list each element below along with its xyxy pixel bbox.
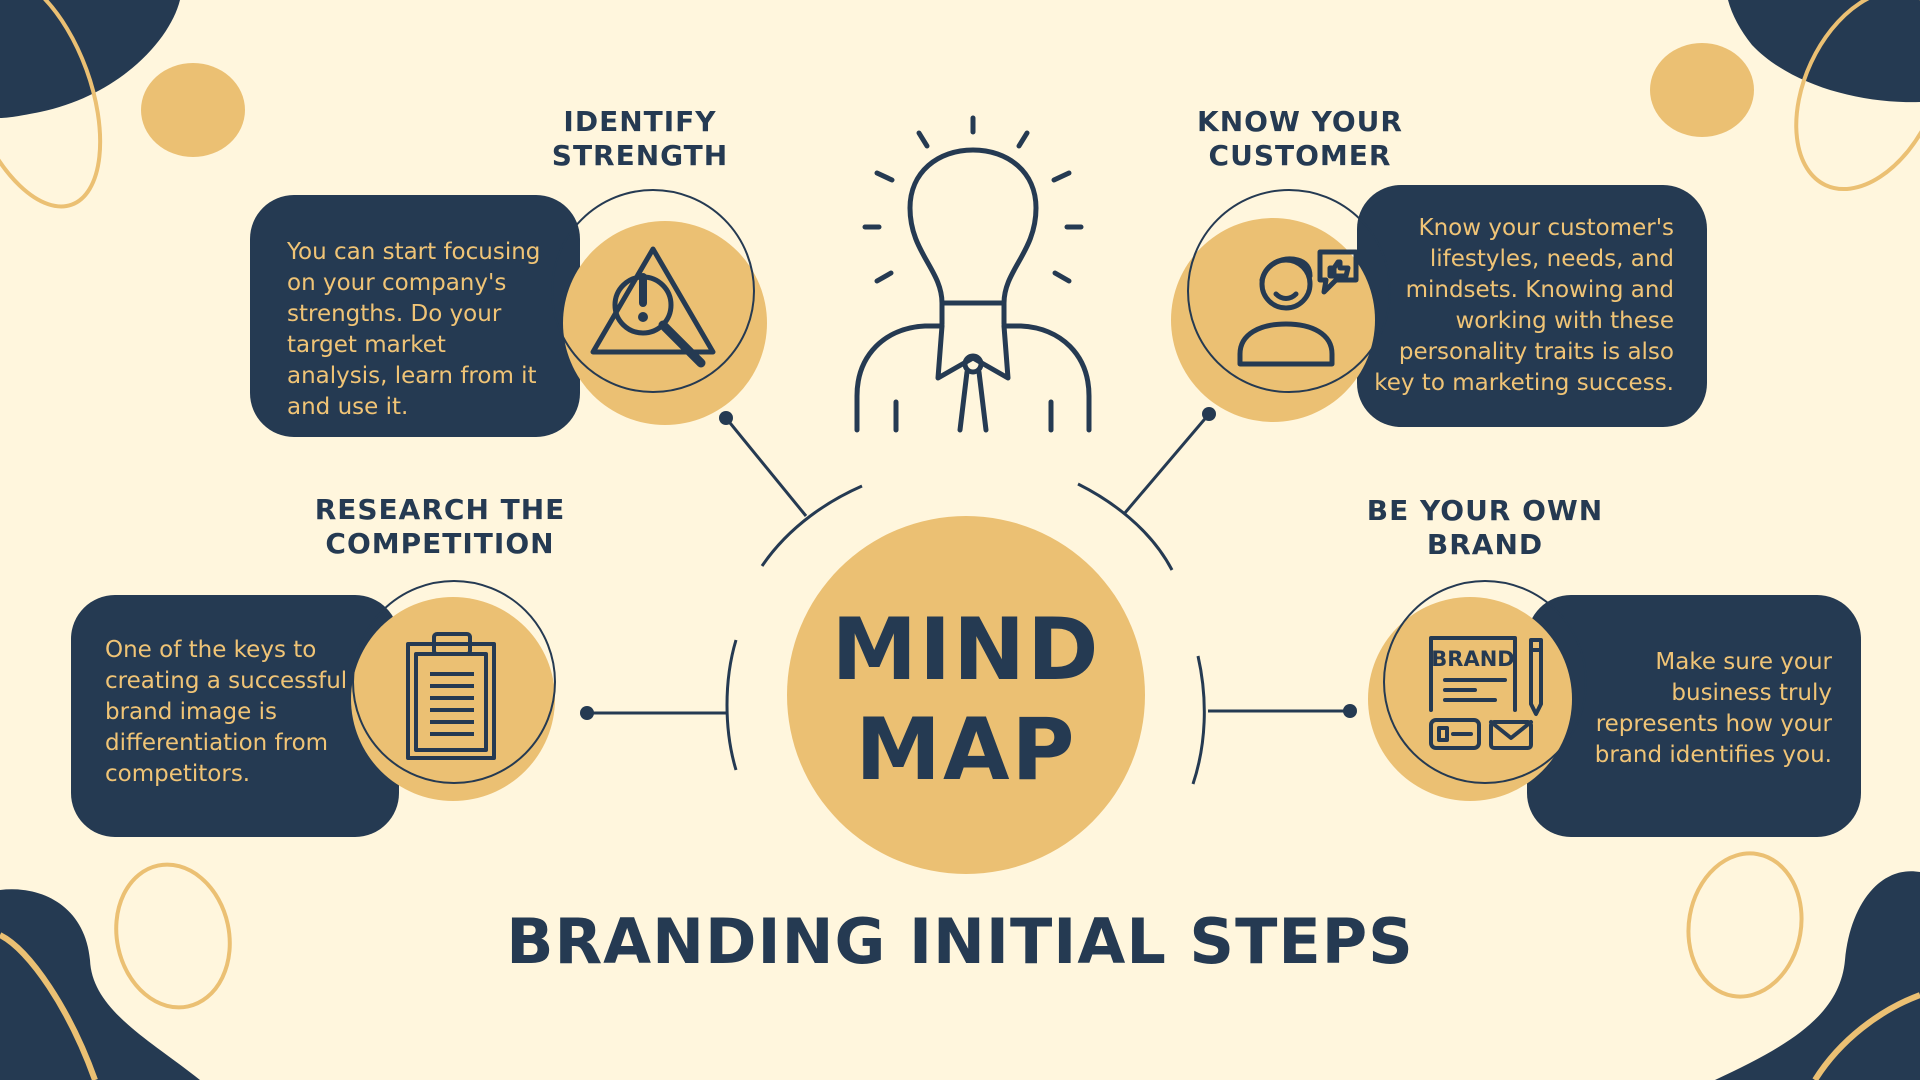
know-customer-text: Know your customer's lifestyles, needs, … (1374, 215, 1674, 396)
connector-dot-left (580, 706, 594, 720)
brand-kit-icon: BRAND (1429, 636, 1543, 750)
top-left-blob (0, 0, 180, 118)
top-left-ring (0, 0, 103, 209)
identify-strength-icon-ring (551, 189, 755, 393)
own-brand-title-line1: BE YOUR OWN (1366, 494, 1604, 527)
know-customer-card: Know your customer's lifestyles, needs, … (1357, 185, 1707, 427)
identify-strength-text: You can start focusing on your company's… (287, 239, 541, 420)
center-label-line2: MAP (855, 700, 1077, 800)
arc-top-right (1077, 482, 1174, 571)
know-customer-title: KNOW YOUR CUSTOMER (1160, 105, 1440, 173)
know-customer-icon-ring (1187, 189, 1391, 393)
top-left-dot (141, 63, 245, 157)
research-competition-card: One of the keys to creating a successful… (71, 595, 399, 837)
bottom-left-arc (0, 932, 98, 1080)
identify-strength-title-line2: STRENGTH (551, 139, 729, 172)
research-competition-text: One of the keys to creating a successful… (105, 637, 348, 787)
center-circle (787, 516, 1145, 874)
bottom-right-blob (1715, 871, 1920, 1080)
brand-icon-label: BRAND (1431, 647, 1514, 671)
research-competition-title: RESEARCH THE COMPETITION (300, 493, 580, 561)
own-brand-text: Make sure your business truly represents… (1594, 649, 1832, 768)
center-label: MIND MAP (787, 600, 1145, 800)
own-brand-title: BE YOUR OWN BRAND (1340, 494, 1630, 562)
connector-top-left (724, 417, 808, 517)
research-competition-title-line2: COMPETITION (325, 527, 555, 560)
clipboard-icon (406, 632, 496, 760)
identify-strength-title: IDENTIFY STRENGTH (520, 105, 760, 173)
identify-strength-card: You can start focusing on your company's… (250, 195, 580, 437)
bottom-right-ring (1686, 851, 1804, 999)
center-label-line1: MIND (831, 600, 1101, 700)
top-right-ring (1794, 0, 1920, 192)
bottom-left-ring (114, 862, 232, 1010)
top-right-dot (1650, 43, 1754, 137)
bottom-right-arc (1812, 992, 1920, 1080)
research-competition-icon-ring (352, 580, 556, 784)
identify-strength-title-line1: IDENTIFY (563, 105, 717, 138)
connector-dot-right (1343, 704, 1357, 718)
customer-thumbs-up-icon (1237, 249, 1359, 367)
connector-top-right (1122, 413, 1211, 515)
know-customer-title-line2: CUSTOMER (1208, 139, 1392, 172)
connector-dot-top-right (1202, 407, 1216, 421)
arc-top-left (760, 484, 863, 567)
own-brand-card: Make sure your business truly represents… (1527, 595, 1861, 837)
main-title: BRANDING INITIAL STEPS (506, 905, 1414, 978)
warning-magnifier-icon (590, 246, 716, 368)
own-brand-icon-ring (1383, 580, 1587, 784)
connector-dot-top-left (719, 411, 733, 425)
bottom-left-blob (0, 889, 200, 1080)
top-right-blob (1728, 0, 1920, 103)
own-brand-title-line2: BRAND (1426, 528, 1544, 561)
arc-left (725, 639, 738, 771)
research-competition-title-line1: RESEARCH THE (314, 493, 566, 526)
know-customer-title-line1: KNOW YOUR (1197, 105, 1403, 138)
arc-right (1191, 655, 1206, 785)
